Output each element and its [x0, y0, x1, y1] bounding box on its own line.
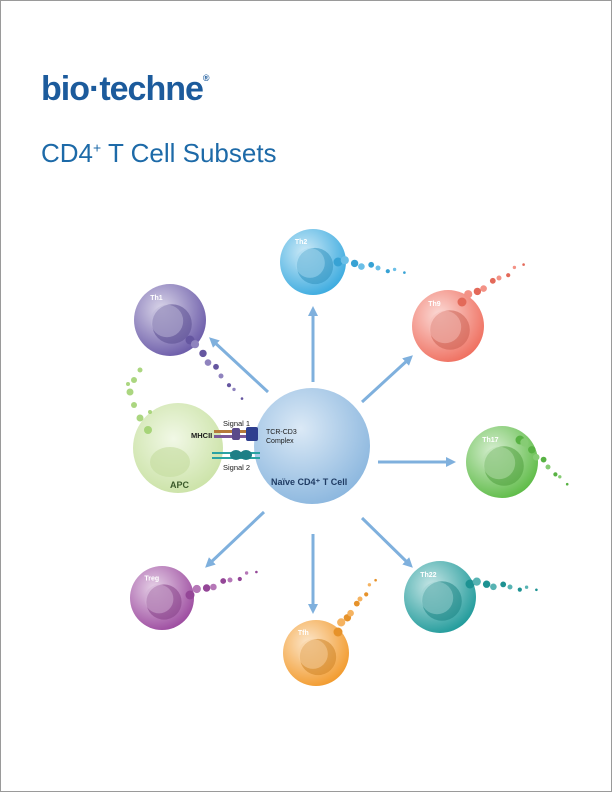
subset-label-th9: Th9 — [428, 301, 441, 308]
arrow-th22 — [360, 516, 413, 568]
arrow-th1 — [209, 337, 270, 394]
arrows-group — [205, 306, 456, 614]
granules-th9 — [457, 263, 525, 307]
signal1-label: Signal 1 — [223, 419, 250, 428]
subset-label-treg: Treg — [144, 575, 159, 582]
bio-techne-logo: bio·techne® — [41, 70, 210, 108]
subset-label-th22: Th22 — [420, 572, 436, 579]
arrow-treg — [205, 510, 266, 568]
apc-label: APC — [170, 480, 190, 490]
subset-cell-th2 — [280, 229, 346, 295]
granules-treg — [185, 570, 258, 600]
arrow-th9 — [360, 355, 413, 404]
tcr-label-line1: TCR-CD3 — [266, 429, 297, 436]
apc-granules — [126, 367, 152, 434]
subset-label-th1: Th1 — [150, 295, 163, 302]
apc-cell — [133, 403, 223, 493]
subset-cell-th17 — [466, 426, 538, 498]
granules-th2 — [333, 256, 406, 274]
granules-th22 — [465, 577, 538, 592]
granules-th17 — [515, 435, 569, 486]
naive-t-cell — [254, 388, 370, 504]
subset-label-th2: Th2 — [295, 239, 308, 246]
subset-cell-th9 — [412, 290, 484, 362]
page-title: CD4+ T Cell Subsets — [41, 138, 277, 168]
mhc-label: MHCII — [191, 431, 212, 440]
tcr-label-line2: Complex — [266, 438, 294, 445]
receptor-complex — [212, 427, 260, 460]
subset-cell-tfh — [283, 620, 349, 686]
granules-tfh — [333, 578, 377, 637]
granules-th1 — [185, 335, 244, 400]
subset-cell-treg — [130, 566, 194, 630]
naive-t-cell-label: Naïve CD4⁺ T Cell — [271, 477, 347, 487]
subset-cell-th22 — [404, 561, 476, 633]
signal2-label: Signal 2 — [223, 463, 250, 472]
subset-label-tfh: Tfh — [298, 630, 309, 637]
subset-label-th17: Th17 — [482, 437, 498, 444]
